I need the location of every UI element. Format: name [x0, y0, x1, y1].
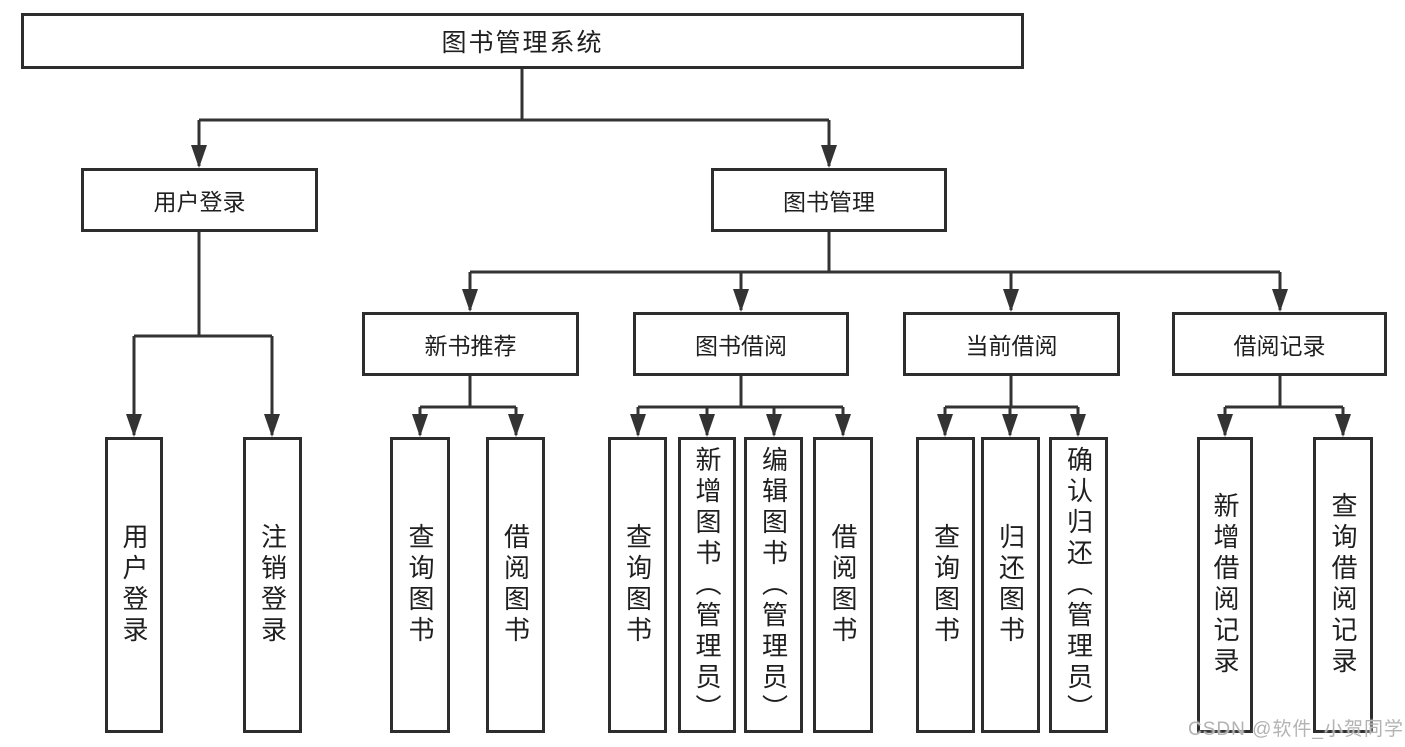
leaf-add-borrow-record: 新增借阅记录	[1197, 437, 1253, 733]
node-label: 图书管理	[783, 189, 875, 215]
leaf-label: 新增借阅记录	[1210, 492, 1240, 678]
leaf-logout: 注销登录	[243, 437, 302, 733]
leaf-add-book-admin: 新增图书（管理员）	[678, 437, 736, 733]
leaf-label: 查询借阅记录	[1328, 492, 1358, 678]
leaf-label: 归还图书	[995, 523, 1026, 647]
node-label: 图书借阅	[695, 333, 787, 359]
connector-book-borrow-to-leaves	[630, 374, 851, 437]
node-borrowing-records: 借阅记录	[1172, 312, 1387, 376]
connector-current-borrow-to-leaves	[937, 374, 1086, 437]
leaf-edit-book-admin: 编辑图书（管理员）	[744, 437, 803, 733]
leaf-label: 新增图书（管理员）	[692, 445, 722, 725]
leaf-confirm-return-admin: 确认归还（管理员）	[1049, 437, 1108, 733]
node-current-borrowing: 当前借阅	[903, 312, 1120, 376]
node-user-login: 用户登录	[81, 168, 318, 232]
leaf-user-login: 用户登录	[105, 437, 163, 733]
leaf-label: 查询图书	[930, 523, 961, 647]
leaf-borrow-books-2: 借阅图书	[813, 437, 873, 733]
leaf-query-books-1: 查询图书	[390, 437, 450, 733]
leaf-label: 注销登录	[257, 523, 288, 647]
csdn-watermark: CSDN @软件_小贺同学	[1188, 719, 1404, 740]
node-book-management: 图书管理	[711, 168, 947, 232]
connector-new-book-to-leaves	[412, 374, 524, 437]
connector-book-management-to-level3	[462, 230, 1288, 312]
connector-user-login-to-leaves	[126, 230, 280, 437]
leaf-label: 用户登录	[119, 523, 149, 647]
node-library-management-system: 图书管理系统	[21, 13, 1024, 69]
node-label: 新书推荐	[424, 333, 517, 359]
node-label: 图书管理系统	[441, 29, 604, 57]
node-label: 当前借阅	[965, 333, 1058, 359]
leaf-label: 借阅图书	[828, 523, 858, 647]
leaf-return-books: 归还图书	[981, 437, 1040, 733]
connector-root-to-level2	[191, 66, 837, 168]
connector-borrow-records-to-leaves	[1217, 374, 1351, 437]
node-label: 用户登录	[153, 189, 246, 215]
leaf-label: 查询图书	[405, 523, 435, 647]
leaf-label: 编辑图书（管理员）	[758, 445, 789, 725]
leaf-label: 借阅图书	[500, 523, 531, 647]
leaf-borrow-books-1: 借阅图书	[486, 437, 545, 733]
leaf-query-books-2: 查询图书	[608, 437, 667, 733]
node-book-borrowing: 图书借阅	[633, 312, 849, 376]
node-new-book-recommendation: 新书推荐	[362, 312, 579, 376]
leaf-query-books-3: 查询图书	[916, 437, 975, 733]
leaf-label: 确认归还（管理员）	[1063, 445, 1094, 725]
node-label: 借阅记录	[1233, 333, 1326, 359]
leaf-label: 查询图书	[622, 523, 653, 647]
leaf-query-borrow-record: 查询借阅记录	[1313, 437, 1373, 733]
